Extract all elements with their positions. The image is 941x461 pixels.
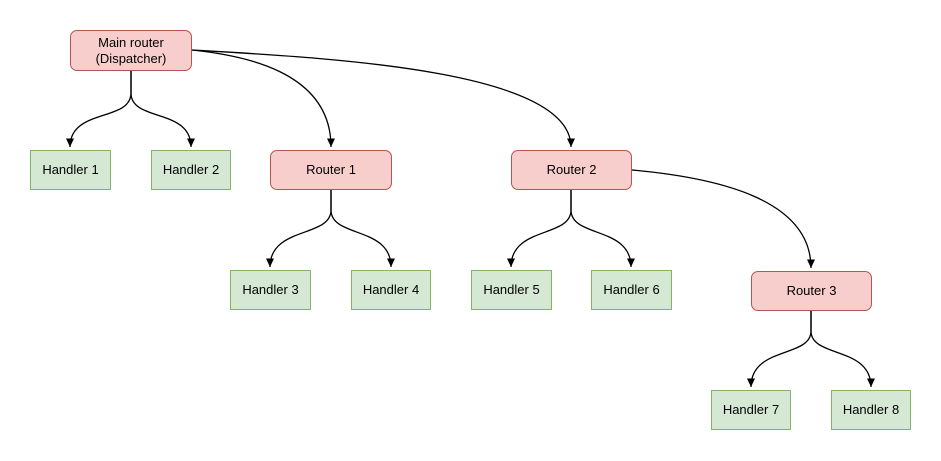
edge-main-router-to-router-1 [191, 49, 335, 148]
node-label: Handler 3 [242, 282, 299, 298]
edge-router-2-to-handler-5 [507, 190, 572, 268]
node-router-1: Router 1 [270, 150, 392, 190]
node-label: Handler 8 [842, 402, 900, 418]
node-router-2: Router 2 [511, 150, 632, 190]
node-handler-4: Handler 4 [351, 270, 431, 310]
node-handler-3: Handler 3 [230, 270, 311, 310]
node-label: Router 2 [546, 162, 597, 178]
node-label: Handler 7 [722, 402, 780, 418]
node-handler-5: Handler 5 [471, 270, 552, 310]
node-router-3: Router 3 [751, 271, 872, 311]
node-label: Handler 6 [603, 282, 660, 298]
node-handler-1: Handler 1 [30, 150, 111, 190]
node-label: Handler 2 [162, 162, 220, 178]
node-handler-6: Handler 6 [591, 270, 672, 310]
node-main-router: Main router (Dispatcher) [70, 30, 192, 71]
node-label: Handler 5 [483, 282, 540, 298]
node-label: Main router (Dispatcher) [95, 35, 167, 66]
edge-router-3-to-handler-7 [747, 311, 812, 388]
edge-main-router-to-router-2 [191, 49, 575, 148]
edge-router-2-to-handler-6 [570, 190, 635, 268]
node-label: Handler 4 [362, 282, 420, 298]
node-label: Router 1 [306, 162, 356, 178]
edge-main-router-to-handler-1 [66, 71, 132, 148]
node-handler-2: Handler 2 [151, 150, 231, 190]
node-label: Handler 1 [42, 162, 99, 178]
edge-router-1-to-handler-4 [330, 190, 395, 268]
edge-router-1-to-handler-3 [266, 190, 332, 268]
edge-router-3-to-handler-8 [810, 311, 875, 388]
edge-router-2-to-router-3 [631, 169, 815, 269]
edge-main-router-to-handler-2 [130, 71, 195, 148]
node-handler-8: Handler 8 [831, 390, 911, 430]
node-label: Router 3 [786, 283, 837, 299]
node-handler-7: Handler 7 [711, 390, 791, 430]
